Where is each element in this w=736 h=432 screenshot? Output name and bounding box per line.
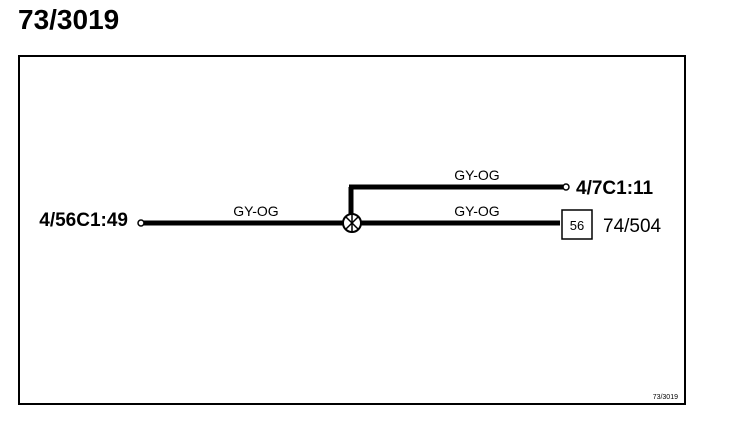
wire-left-color-label: GY-OG [233,203,278,219]
diagram-frame [18,55,686,405]
connector-reference-label: 74/504 [603,216,662,237]
upper-terminal-label: 4/7C1:11 [576,178,654,199]
page-title: 73/3019 [18,4,120,35]
wire-lower-color-label: GY-OG [454,203,499,219]
diagram-id-label: 73/3019 [653,394,678,401]
connector-box-number: 56 [570,218,584,233]
splice-node-icon [342,213,362,233]
wire-upper-color-label: GY-OG [454,167,499,183]
left-terminal-dot [137,219,145,227]
left-terminal-label: 4/56C1:49 [39,210,128,231]
upper-terminal-dot [562,183,570,191]
connector-box [561,209,593,240]
